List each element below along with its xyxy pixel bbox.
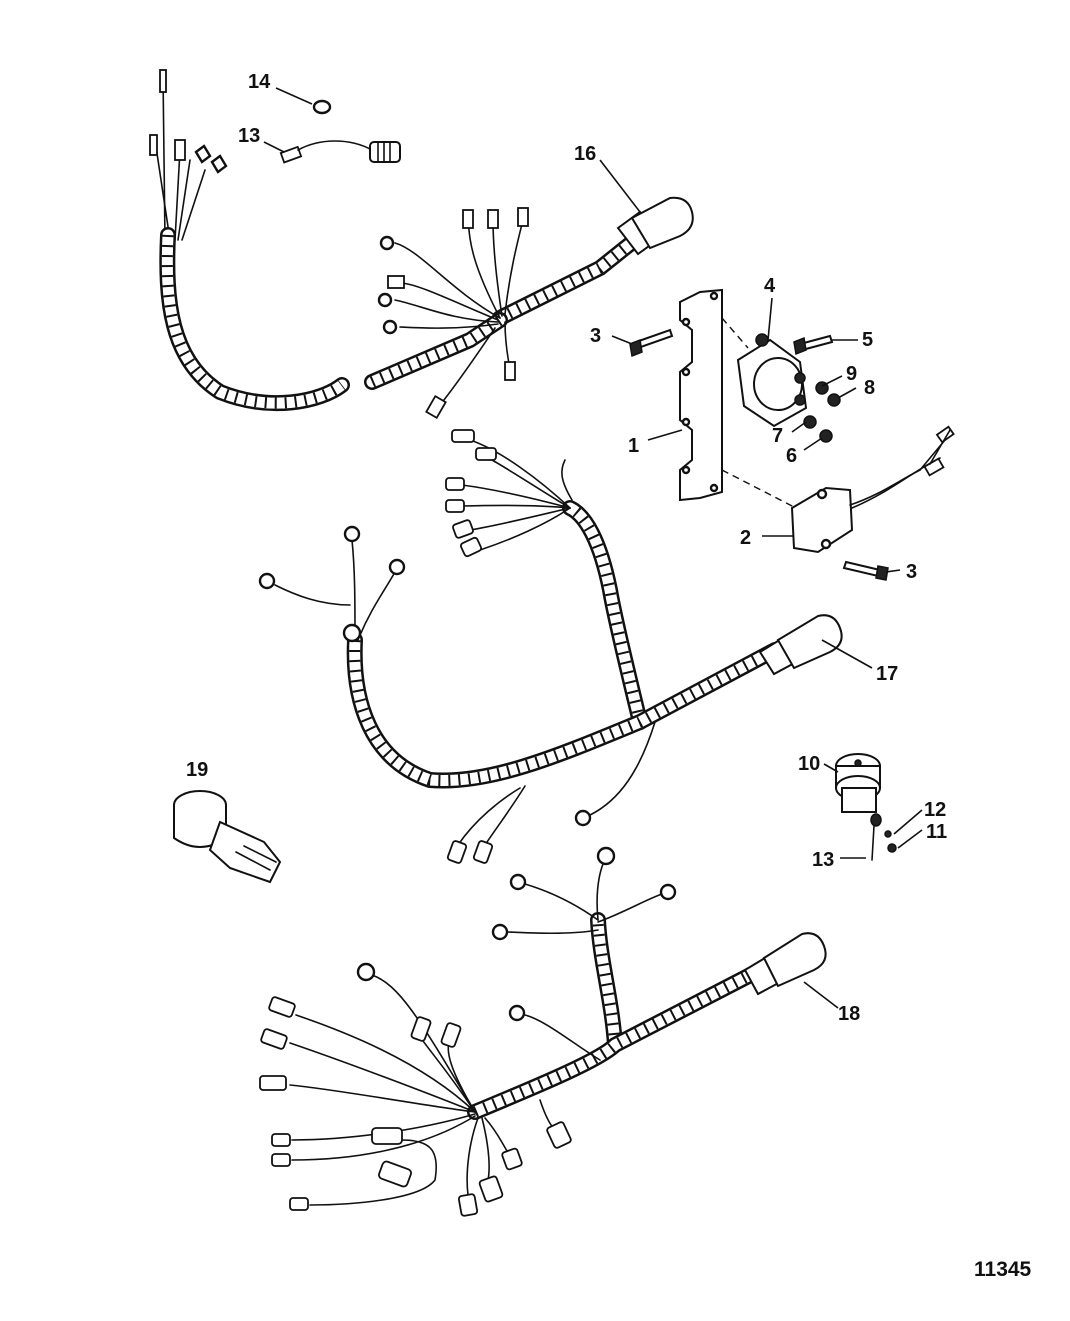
nuts-6-9 [803, 381, 841, 443]
screw-5 [793, 334, 834, 356]
callout-9: 9 [846, 363, 857, 385]
callout-7: 7 [772, 425, 783, 447]
callout-14: 13 [238, 125, 260, 147]
callout-5: 5 [862, 329, 873, 351]
callout-2: 2 [740, 527, 751, 549]
callout-3-bottom: 3 [906, 561, 917, 583]
callout-4: 4 [764, 275, 776, 297]
callout-3-top: 3 [590, 325, 601, 347]
callout-1: 1 [628, 435, 639, 457]
callout-15: 14 [248, 71, 271, 93]
figure-id: 11345 [974, 1258, 1032, 1281]
dashed-guide [721, 469, 797, 509]
sensor-14 [279, 140, 401, 164]
callout-17: 17 [876, 663, 898, 685]
callout-11: 11 [926, 821, 947, 843]
callout-19: 19 [186, 759, 208, 781]
callout-labels: 14 13 16 4 3 5 9 8 7 1 6 2 3 17 19 10 12… [186, 71, 1032, 1281]
callout-8: 8 [864, 377, 875, 399]
boot-19 [173, 790, 282, 884]
solenoid-4 [736, 333, 808, 428]
screw-3-upper [629, 328, 674, 358]
callout-6: 6 [786, 445, 797, 467]
parts-11-13 [870, 813, 897, 861]
callout-10: 10 [798, 753, 820, 775]
module-2 [790, 425, 955, 554]
callout-13: 13 [812, 849, 834, 871]
switch-10 [835, 753, 881, 813]
harness-16 [149, 69, 694, 420]
leader-lines [263, 87, 923, 1009]
callout-12: 12 [924, 799, 946, 821]
screw-3-lower [842, 560, 889, 581]
callout-18: 18 [838, 1003, 860, 1025]
o-ring-15 [312, 99, 332, 115]
bracket-1 [679, 288, 723, 502]
harness-17 [258, 429, 843, 864]
harness-18 [259, 846, 827, 1217]
callout-16: 16 [574, 143, 596, 165]
dashed-guide-2 [721, 317, 749, 349]
